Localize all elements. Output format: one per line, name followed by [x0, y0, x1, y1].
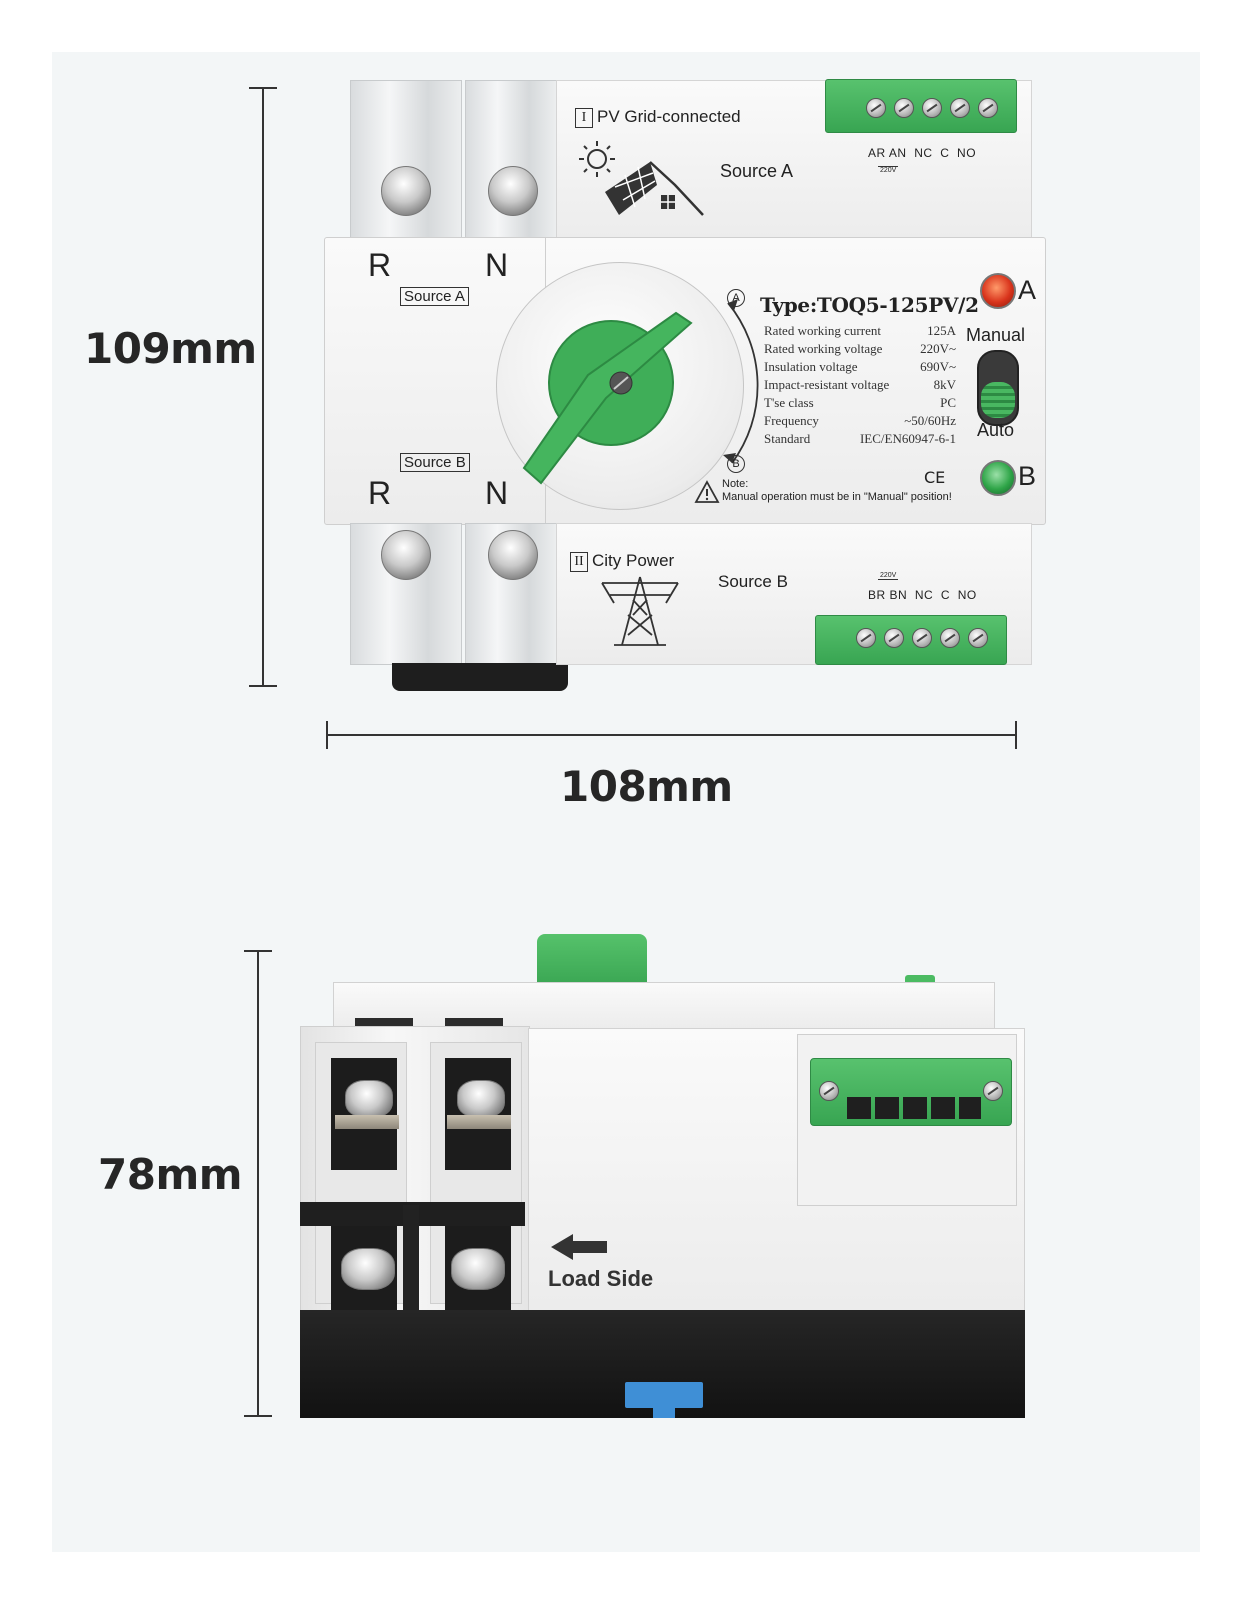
- side-washer-top-left: [335, 1115, 399, 1129]
- din-clip-bottom: [392, 663, 568, 691]
- indicator-led-b: [980, 460, 1016, 496]
- load-side-label: Load Side: [548, 1266, 654, 1291]
- mode-manual-label: Manual: [966, 325, 1026, 345]
- depth-dimension-tick-bottom: [244, 1415, 272, 1417]
- side-control-terminal-block: [810, 1058, 1012, 1126]
- side-top-lid: [333, 982, 995, 1030]
- position-a-mark: A: [727, 289, 745, 307]
- terminal-a-labels: AR AN NC C NO: [868, 146, 977, 160]
- side-lid-slot-right: [445, 1018, 503, 1028]
- mode-auto-label: Auto: [977, 420, 1015, 440]
- power-tower-icon: [601, 576, 679, 646]
- height-dimension-line: [262, 87, 264, 687]
- bottom-terminal-cover-r: [350, 523, 462, 665]
- din-rail-clip-tab: [653, 1400, 675, 1418]
- phase-bottom-n: N: [485, 475, 509, 511]
- side-small-green-tab: [905, 975, 935, 985]
- note-title: Note:: [722, 478, 749, 490]
- indicator-led-a: [980, 273, 1016, 309]
- side-handle-knob: [537, 934, 647, 986]
- source-b-tag: Source B: [400, 453, 470, 472]
- phase-bottom-r: R: [368, 475, 392, 511]
- depth-dimension-label: 78mm: [98, 1150, 242, 1199]
- height-dimension-tick-bottom: [249, 685, 277, 687]
- width-dimension-line: [326, 734, 1016, 736]
- type-label: Type:TOQ5-125PV/2: [760, 293, 979, 317]
- source-a-top-label: Source A: [720, 161, 794, 181]
- width-dimension-label: 108mm: [560, 762, 733, 811]
- depth-dimension-line: [257, 950, 259, 1417]
- switch-handle[interactable]: [516, 303, 706, 493]
- terminal-b-labels: BR BN NC C NO: [868, 588, 977, 602]
- phase-top-n: N: [485, 247, 509, 283]
- bottom-terminal-cover-n: [465, 523, 557, 665]
- source-b-bottom-label: Source B: [718, 572, 788, 591]
- side-lid-slot-left: [355, 1018, 413, 1028]
- width-dimension-tick-left: [326, 721, 328, 749]
- phase-top-r: R: [368, 247, 392, 283]
- depth-dimension-tick-top: [244, 950, 272, 952]
- side-view-device: Load Side: [295, 930, 1035, 1425]
- control-terminal-block-a: [825, 79, 1017, 133]
- top-terminal-cover-n: [465, 80, 557, 242]
- top-terminal-cover-r: [350, 80, 462, 242]
- load-side-arrow-icon: [551, 1234, 607, 1260]
- terminal-b-voltage: 220V: [878, 572, 899, 580]
- side-bolt-top-left: [345, 1080, 393, 1118]
- solar-house-icon: [579, 141, 704, 216]
- control-terminal-block-b: [815, 615, 1007, 665]
- side-bolt-bottom-right: [451, 1248, 505, 1290]
- height-dimension-label: 109mm: [84, 324, 257, 373]
- warning-icon: [694, 480, 720, 503]
- side-bolt-top-right: [457, 1080, 505, 1118]
- indicator-a-label: A: [1018, 275, 1037, 305]
- indicator-b-label: B: [1018, 461, 1037, 491]
- source-a-tag: Source A: [400, 287, 469, 306]
- ce-mark: CE: [924, 468, 946, 487]
- mode-toggle-switch[interactable]: [977, 350, 1019, 426]
- terminal-a-voltage: 220V: [878, 166, 899, 174]
- width-dimension-tick-right: [1015, 721, 1017, 749]
- note-text: Manual operation must be in "Manual" pos…: [722, 491, 952, 503]
- mode-toggle-knob[interactable]: [981, 382, 1015, 418]
- side-bolt-bottom-left: [341, 1248, 395, 1290]
- side-washer-top-right: [447, 1115, 511, 1129]
- position-b-mark: B: [727, 455, 745, 473]
- height-dimension-tick-top: [249, 87, 277, 89]
